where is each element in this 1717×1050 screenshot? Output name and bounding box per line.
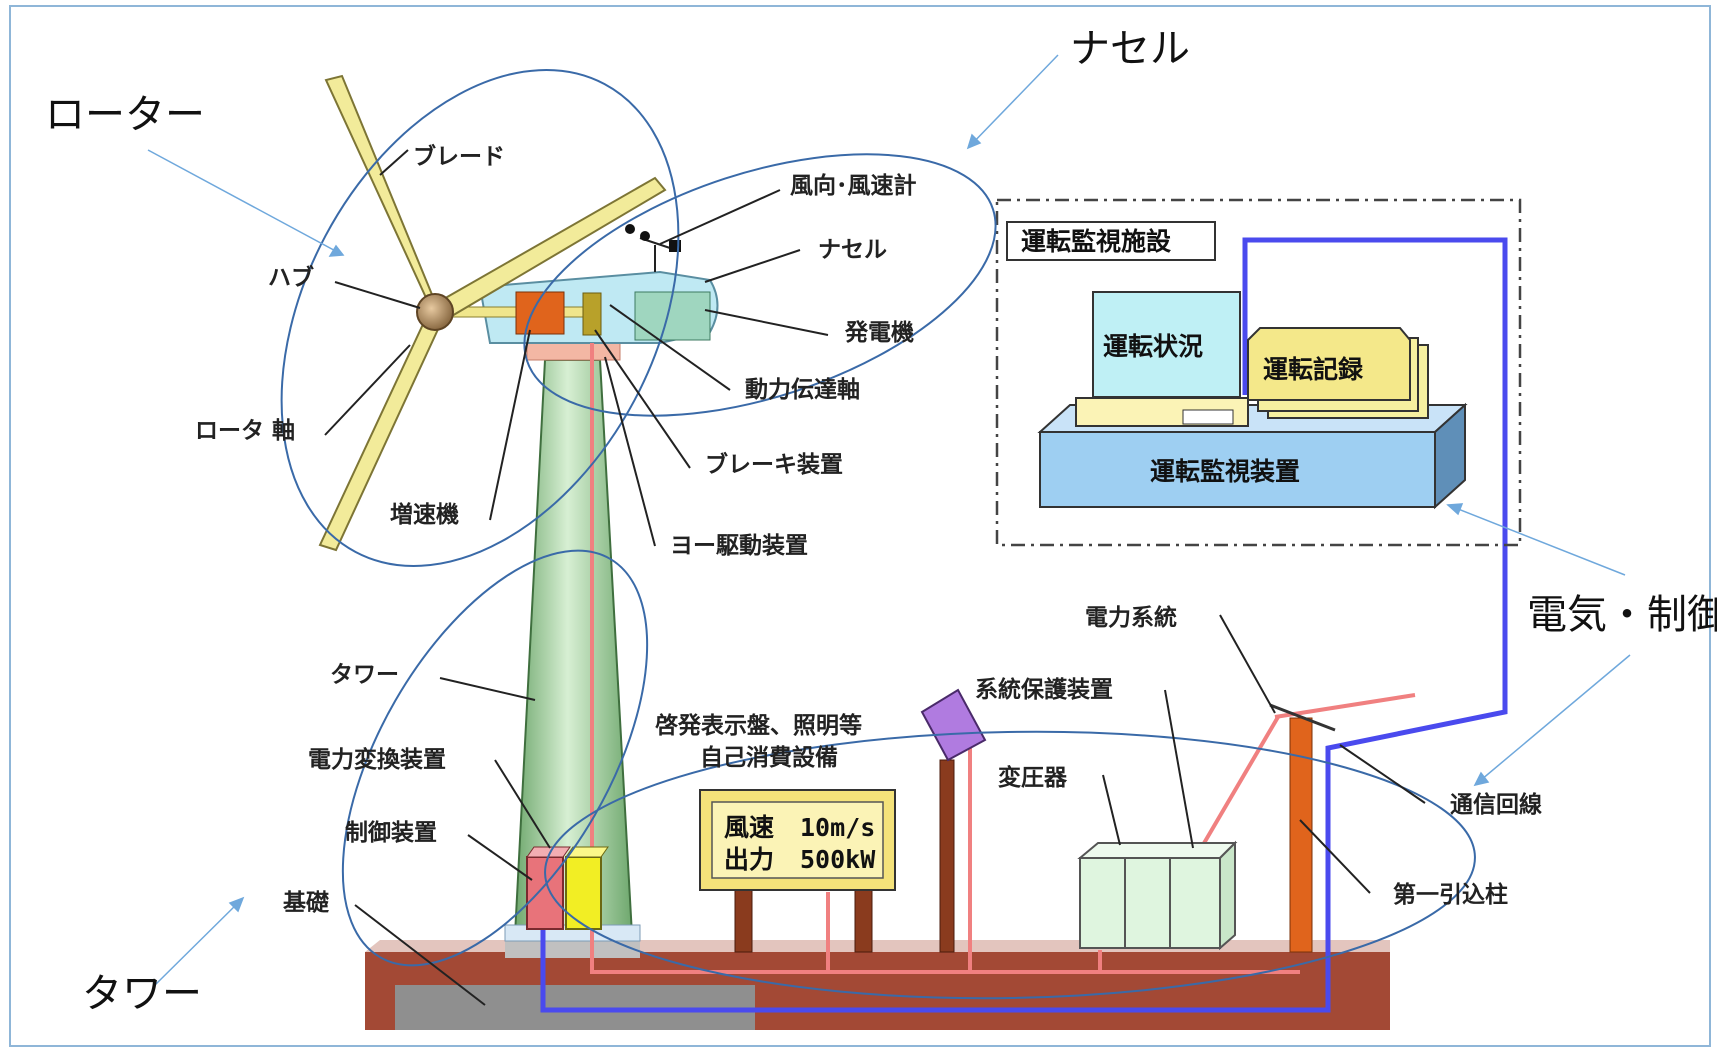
label-self-consumption-1: 啓発表示盤、照明等 [655,712,862,739]
anemometer-icon [625,224,681,272]
records-document [1247,327,1411,401]
ground [365,940,1390,1030]
light-pole [920,688,987,953]
label-tower: タワー [330,661,399,688]
label-monitoring-facility: 運転監視施設 [1021,227,1172,256]
category-rotor: ローター [45,92,205,138]
blade-upper [324,74,441,315]
label-generator: 発電機 [844,319,914,346]
label-comm-line: 通信回線 [1450,791,1542,818]
label-first-pole: 第一引込柱 [1393,881,1508,908]
sign-row1-value: 10m/s [800,813,875,842]
label-drive-shaft: 動力伝達軸 [745,376,860,403]
power-converter-cabinet [565,856,602,930]
monitoring-facility [995,198,1522,547]
sign-row2-label: 出力 [724,845,774,874]
outer-frame [9,5,1711,1047]
category-electrical: 電気・制御 [1527,592,1717,638]
label-grid: 電力系統 [1085,604,1177,631]
status-monitor [1092,291,1241,398]
monitoring-device-box [1039,431,1436,508]
label-hub: ハブ [268,264,314,291]
label-monitoring-records: 運転記録 [1263,355,1364,384]
label-self-consumption-2: 自己消費設備 [700,744,838,771]
tower-group-ellipse [341,549,649,967]
label-monitoring-status: 運転状況 [1103,332,1203,361]
label-transformer: 変圧器 [998,764,1068,791]
nacelle-group-ellipse [523,153,997,417]
label-rotor-shaft: ロータ 軸 [195,417,295,444]
rotor-blades [318,74,667,552]
label-nacelle: ナセル [818,236,887,263]
category-pointers [147,54,1631,986]
label-power-converter: 電力変換装置 [308,746,446,773]
category-tower: タワー [82,971,202,1017]
label-grid-protection: 系統保護装置 [975,676,1113,703]
display-sign [699,789,896,953]
label-foundation: 基礎 [283,889,329,916]
leader-lines [324,149,1426,1006]
category-nacelle: ナセル [1070,26,1190,72]
label-brake: ブレーキ装置 [705,451,843,478]
label-yaw-drive: ヨー駆動装置 [670,532,808,559]
group-ellipses [280,69,1476,1000]
hub-icon [416,293,454,331]
transformer-block [1077,840,1238,951]
electrical-group-ellipse [544,730,1476,1000]
label-gearbox: 増速機 [390,501,459,528]
nacelle-body [439,270,719,344]
label-monitoring-device: 運転監視装置 [1150,457,1300,486]
comm-line-path [540,237,1508,1013]
rotor-group-ellipse [280,69,680,567]
sign-row2-value: 500kW [800,845,876,874]
label-controller: 制御装置 [345,819,437,846]
label-blade: ブレード [413,143,505,170]
label-anemometer: 風向･風速計 [790,172,917,199]
brake-block [582,292,602,336]
sign-row1-label: 風速 [724,813,774,842]
first-pole [1269,703,1336,953]
